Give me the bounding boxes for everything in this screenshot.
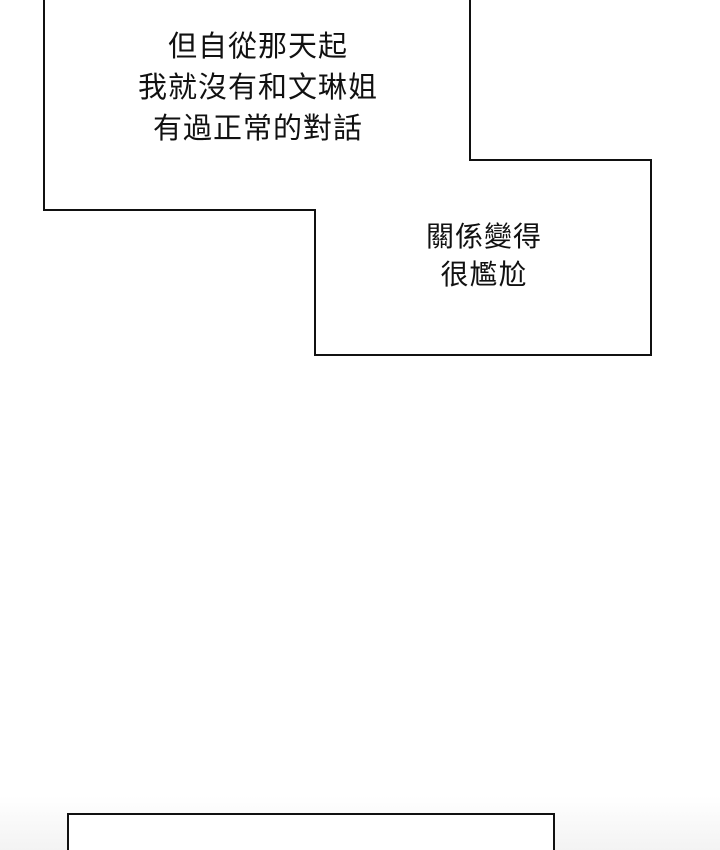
caption-line: 我就沒有和文琳姐	[137, 70, 378, 104]
caption-box-border	[43, 0, 652, 356]
next-panel-frame	[67, 813, 555, 850]
narration-caption-2: 關係變得 很尷尬	[384, 218, 584, 294]
caption-line: 但自從那天起	[167, 29, 348, 63]
caption-line: 很尷尬	[440, 258, 528, 291]
caption-line: 有過正常的對話	[152, 111, 363, 145]
narration-caption-1: 但自從那天起 我就沒有和文琳姐 有過正常的對話	[100, 26, 416, 149]
caption-box-outline	[43, 0, 652, 356]
caption-line: 關係變得	[425, 220, 542, 253]
